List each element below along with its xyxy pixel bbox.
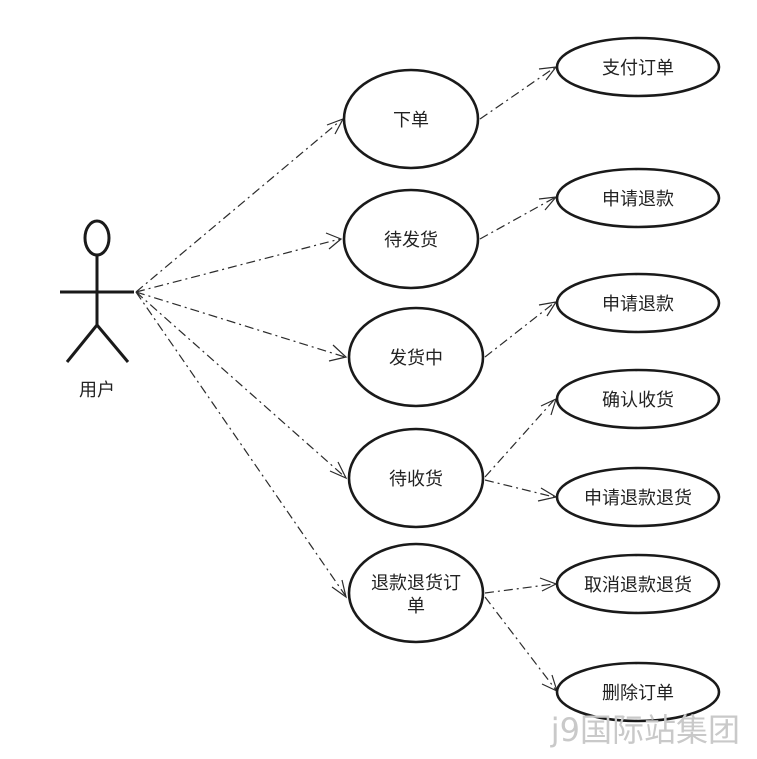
usecase-zhifu-ellipse xyxy=(555,36,721,98)
usecase-shanchu: 删除订单 xyxy=(555,661,721,723)
usecase-tuikuantuihuo: 申请退款退货 xyxy=(555,466,721,528)
edge-tuikuan-order-shanchu xyxy=(484,596,557,691)
arrowhead-fahuozhong xyxy=(328,344,348,362)
edge-xiadan-zhifu xyxy=(479,67,555,120)
usecase-tuikuan-order: 退款退货订 单 xyxy=(347,542,485,644)
usecase-fahuozhong-ellipse xyxy=(347,306,485,408)
usecase-tuikuan-order-label-line2: 单 xyxy=(407,596,425,617)
edge-actor-tuikuan-order xyxy=(135,291,346,596)
watermark: j9国际站集团 xyxy=(550,711,740,749)
usecase-tuikuan-order-label-line1: 退款退货订 xyxy=(371,573,461,594)
arrowhead-queren xyxy=(540,397,557,416)
usecase-tuikuan2: 申请退款 xyxy=(555,272,721,334)
edge-daishouhuo-tuikuantuihuo xyxy=(484,479,555,498)
edge-daishouhuo-queren xyxy=(484,399,555,478)
usecase-quxiao: 取消退款退货 xyxy=(555,553,721,615)
usecase-tuikuan1-label: 申请退款 xyxy=(602,189,674,210)
usecase-tuikuan-order-ellipse xyxy=(347,542,485,644)
edge-tuikuan-order-quxiao xyxy=(484,583,555,594)
usecase-fahuozhong-label: 发货中 xyxy=(389,348,443,369)
edge-actor-daifahuo xyxy=(135,238,341,293)
usecase-xiadan: 下单 xyxy=(342,68,480,170)
usecase-quxiao-ellipse xyxy=(555,553,721,615)
arrowhead-tuikuan-order xyxy=(331,579,347,599)
arrowhead-daishouhuo xyxy=(329,461,348,480)
usecase-daishouhuo-ellipse xyxy=(347,427,485,529)
edge-actor-xiadan xyxy=(135,120,341,293)
usecase-zhifu-label: 支付订单 xyxy=(602,58,674,79)
actor-user: 用户 xyxy=(60,219,134,401)
actor-label: 用户 xyxy=(79,380,115,401)
usecase-fahuozhong: 发货中 xyxy=(347,306,485,408)
usecase-shanchu-label: 删除订单 xyxy=(602,683,674,704)
actor-edges xyxy=(135,117,348,599)
usecase-queren-label: 确认收货 xyxy=(602,390,674,411)
usecase-daifahuo: 待发货 xyxy=(342,188,480,290)
usecase-tuikuan2-ellipse xyxy=(555,272,721,334)
usecase-queren-ellipse xyxy=(555,368,721,430)
usecase-tuikuan1-ellipse xyxy=(555,167,721,229)
arrowhead-xiadan xyxy=(326,117,345,135)
edge-actor-fahuozhong xyxy=(135,291,346,358)
usecase-queren: 确认收货 xyxy=(555,368,721,430)
actor-right-leg xyxy=(95,324,130,363)
usecase-tuikuantuihuo-label: 申请退款退货 xyxy=(584,488,692,509)
usecase-tuikuan2-label: 申请退款 xyxy=(602,294,674,315)
arrowhead-tuikuan2 xyxy=(538,301,558,317)
usecase-tuikuantuihuo-ellipse xyxy=(555,466,721,528)
usecase-daishouhuo: 待收货 xyxy=(347,427,485,529)
actor-head xyxy=(83,219,111,257)
usecase-shanchu-ellipse xyxy=(555,661,721,723)
edge-fahuozhong-tuikuan2 xyxy=(484,302,555,358)
usecase-quxiao-label: 取消退款退货 xyxy=(584,575,692,596)
usecase-xiadan-label: 下单 xyxy=(393,110,429,131)
usecase-daifahuo-label: 待发货 xyxy=(384,230,438,251)
arrowhead-daifahuo xyxy=(325,232,343,250)
edge-actor-daishouhuo xyxy=(135,291,346,478)
usecase-xiadan-ellipse xyxy=(342,68,480,170)
usecase-daifahuo-ellipse xyxy=(342,188,480,290)
usecase-zhifu: 支付订单 xyxy=(555,36,721,98)
actor-left-leg xyxy=(65,324,99,363)
arrowhead-tuikuantuihuo xyxy=(537,487,558,502)
secondary-edges xyxy=(479,66,558,693)
usecase-tuikuan1: 申请退款 xyxy=(555,167,721,229)
edge-daifahuo-tuikuan1 xyxy=(479,197,555,240)
arrowhead-zhifu xyxy=(538,66,558,81)
usecase-daishouhuo-label: 待收货 xyxy=(389,469,443,490)
